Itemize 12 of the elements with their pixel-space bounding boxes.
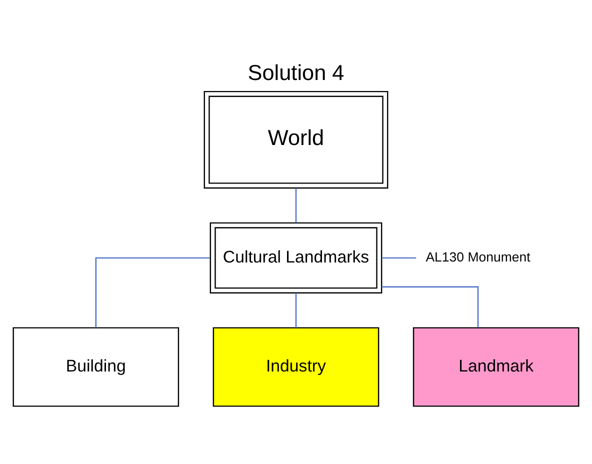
connector — [95, 257, 210, 328]
connector — [382, 257, 416, 259]
connector — [382, 286, 479, 328]
node-box: World — [204, 90, 388, 189]
connector — [295, 188, 297, 223]
diagram-title: Solution 4 — [248, 60, 344, 85]
node-box: Cultural Landmarks — [210, 222, 382, 294]
node-text: AL130 Monument — [426, 249, 530, 264]
connector — [295, 293, 297, 328]
node-box: Building — [12, 327, 180, 407]
node-box: Industry — [212, 327, 380, 407]
node-box: Landmark — [412, 327, 580, 407]
